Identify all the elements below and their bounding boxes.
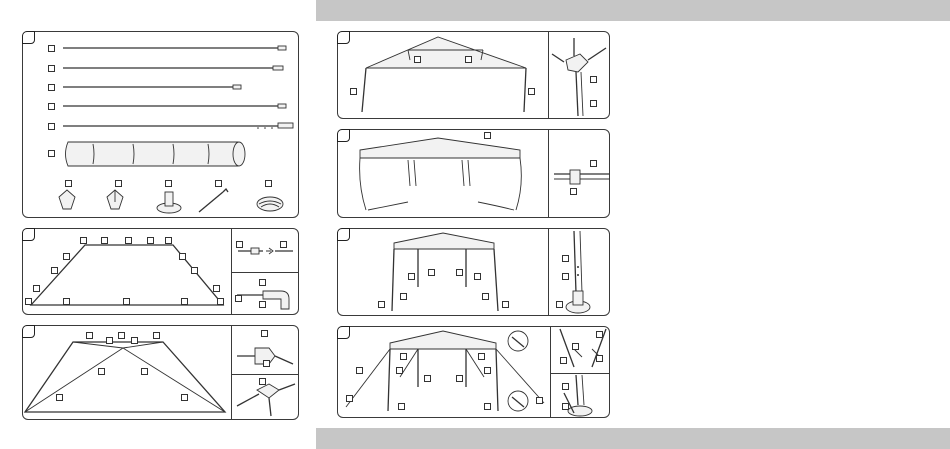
part-label <box>560 357 567 364</box>
part-label <box>213 285 220 292</box>
part-label <box>414 56 421 63</box>
part-label <box>259 378 266 385</box>
part-label <box>378 301 385 308</box>
part-label <box>235 295 242 302</box>
part-label <box>484 403 491 410</box>
part-label <box>191 267 198 274</box>
part-label <box>51 267 58 274</box>
part-label <box>236 241 243 248</box>
part-label <box>400 293 407 300</box>
canopy-cover-panel <box>337 129 610 218</box>
part-label <box>165 180 172 187</box>
part-label <box>48 65 55 72</box>
parts-drawing <box>23 32 300 219</box>
part-label <box>65 180 72 187</box>
part-label <box>86 332 93 339</box>
part-label <box>48 103 55 110</box>
raise-roof-drawing <box>338 32 611 120</box>
anchor-panel <box>337 326 610 418</box>
part-label <box>259 301 266 308</box>
part-label <box>465 56 472 63</box>
part-label <box>562 383 569 390</box>
part-label <box>400 353 407 360</box>
frame-base-panel <box>22 228 299 315</box>
part-label <box>478 353 485 360</box>
part-label <box>280 241 287 248</box>
part-label <box>63 298 70 305</box>
part-label <box>562 273 569 280</box>
part-label <box>570 188 577 195</box>
part-label <box>125 237 132 244</box>
footer-bar <box>316 428 950 449</box>
part-label <box>596 355 603 362</box>
part-label <box>572 343 579 350</box>
part-label <box>259 279 266 286</box>
part-label <box>131 337 138 344</box>
part-label <box>80 237 87 244</box>
part-label <box>428 269 435 276</box>
part-label <box>118 332 125 339</box>
part-label <box>153 332 160 339</box>
part-label <box>147 237 154 244</box>
legs-feet-panel <box>337 228 610 316</box>
part-label <box>350 88 357 95</box>
part-label <box>356 367 363 374</box>
canopy-cover-drawing <box>338 130 611 219</box>
part-label <box>48 84 55 91</box>
part-label <box>424 375 431 382</box>
part-label <box>179 253 186 260</box>
part-label <box>106 337 113 344</box>
part-label <box>456 375 463 382</box>
part-label <box>484 132 491 139</box>
part-label <box>63 253 70 260</box>
part-label <box>181 298 188 305</box>
part-label <box>456 269 463 276</box>
part-label <box>165 237 172 244</box>
part-label <box>98 368 105 375</box>
part-label <box>482 293 489 300</box>
part-label <box>33 285 40 292</box>
part-label <box>562 255 569 262</box>
header-bar <box>316 0 950 21</box>
part-label <box>215 180 222 187</box>
roof-frame-panel <box>22 325 299 420</box>
part-label <box>398 403 405 410</box>
part-label <box>181 394 188 401</box>
part-label <box>123 298 130 305</box>
part-label <box>48 123 55 130</box>
part-label <box>590 160 597 167</box>
part-label <box>261 330 268 337</box>
part-label <box>474 273 481 280</box>
part-label <box>562 403 569 410</box>
part-label <box>56 394 63 401</box>
part-label <box>48 150 55 157</box>
parts-list-panel <box>22 31 299 218</box>
part-label <box>590 76 597 83</box>
part-label <box>115 180 122 187</box>
part-label <box>590 100 597 107</box>
part-label <box>528 88 535 95</box>
part-label <box>141 368 148 375</box>
part-label <box>25 298 32 305</box>
part-label <box>217 298 224 305</box>
part-label <box>346 395 353 402</box>
part-label <box>48 45 55 52</box>
part-label <box>396 367 403 374</box>
part-label <box>502 301 509 308</box>
part-label <box>265 180 272 187</box>
raise-roof-panel <box>337 31 610 119</box>
roof-frame-drawing <box>23 326 300 421</box>
anchor-drawing <box>338 327 611 419</box>
part-label <box>263 360 270 367</box>
part-label <box>101 237 108 244</box>
part-label <box>536 397 543 404</box>
part-label <box>596 331 603 338</box>
part-label <box>556 301 563 308</box>
part-label <box>484 367 491 374</box>
part-label <box>408 273 415 280</box>
